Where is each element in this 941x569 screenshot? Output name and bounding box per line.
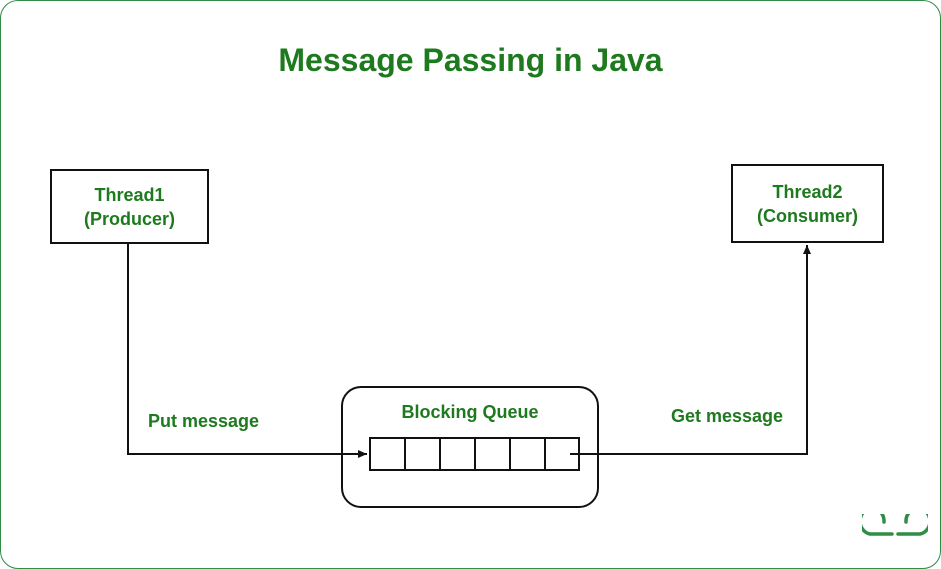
consumer-thread-name: Thread2 bbox=[772, 181, 843, 202]
queue-slots bbox=[369, 437, 580, 471]
queue-slot bbox=[511, 439, 546, 469]
diagram-title: Message Passing in Java bbox=[278, 42, 663, 78]
get-message-arrow bbox=[570, 245, 811, 455]
consumer-thread-role: (Consumer) bbox=[756, 205, 858, 226]
gfg-logo-icon bbox=[862, 514, 928, 536]
put-message-arrow bbox=[127, 243, 367, 458]
put-message-label: Put message bbox=[148, 411, 260, 431]
producer-thread-box: Thread1 (Producer) bbox=[50, 169, 209, 244]
producer-thread-name: Thread1 bbox=[94, 184, 165, 205]
get-message-label: Get message bbox=[671, 406, 784, 426]
queue-slot bbox=[441, 439, 476, 469]
blocking-queue-box bbox=[341, 386, 599, 508]
queue-slot bbox=[406, 439, 441, 469]
queue-slot bbox=[476, 439, 511, 469]
queue-slot bbox=[546, 439, 578, 469]
consumer-thread-box: Thread2 (Consumer) bbox=[731, 164, 884, 243]
producer-thread-role: (Producer) bbox=[83, 208, 175, 229]
blocking-queue-label: Blocking Queue bbox=[401, 402, 539, 422]
queue-slot bbox=[371, 439, 406, 469]
